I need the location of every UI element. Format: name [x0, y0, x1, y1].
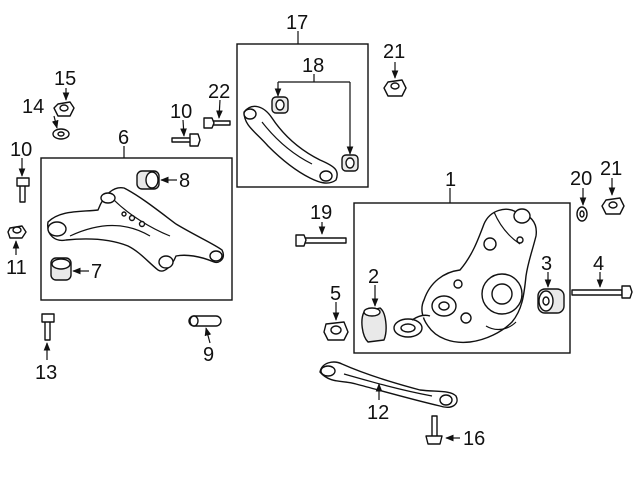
label-10-left: 10: [10, 139, 32, 161]
label-3: 3: [541, 253, 552, 275]
washer-20-part: [576, 206, 588, 222]
label-21-top: 21: [383, 41, 405, 63]
label-1: 1: [445, 169, 456, 191]
label-20: 20: [570, 168, 592, 190]
label-16: 16: [463, 428, 485, 450]
label-13: 13: [35, 362, 57, 384]
label-18: 18: [302, 55, 324, 77]
upper-control-arm-group-box: [236, 43, 369, 188]
bushing-7-part: [50, 257, 72, 281]
lower-control-arm-group-box: [40, 157, 233, 301]
label-17: 17: [286, 12, 308, 34]
knuckle-part: [393, 208, 537, 344]
label-9: 9: [203, 344, 214, 366]
label-22: 22: [208, 81, 230, 103]
label-10-right: 10: [170, 101, 192, 123]
label-8: 8: [179, 170, 190, 192]
sleeve-9-part: [188, 315, 222, 327]
lower-control-arm-part: [47, 187, 224, 272]
bolt-10-right-part: [171, 133, 201, 147]
label-15: 15: [54, 68, 76, 90]
bolt-22-part: [203, 117, 231, 129]
knuckle-group-box: [353, 202, 571, 354]
bushing-18-left-part: [271, 96, 289, 114]
label-19: 19: [310, 202, 332, 224]
label-14: 14: [22, 96, 44, 118]
bolt-19-part: [295, 234, 347, 247]
label-4: 4: [593, 253, 604, 275]
lateral-link-part: [319, 361, 458, 408]
washer-14-part: [52, 128, 70, 140]
bushing-8-part: [136, 170, 160, 190]
label-12: 12: [367, 402, 389, 424]
label-11: 11: [6, 257, 27, 279]
label-7: 7: [91, 261, 102, 283]
nut-5-part: [323, 321, 349, 341]
nut-21-top-part: [383, 79, 407, 97]
label-2: 2: [368, 266, 379, 288]
bolt-16-part: [425, 415, 443, 445]
bolt-4-part: [571, 285, 633, 299]
upper-control-arm-part: [243, 105, 338, 184]
label-6: 6: [118, 127, 129, 149]
bushing-2-part: [361, 307, 387, 343]
bolt-10-left-part: [16, 177, 30, 203]
bushing-18-right-part: [341, 154, 359, 172]
nut-11-part: [7, 225, 27, 239]
nut-21-right-part: [601, 197, 625, 215]
label-21-right: 21: [600, 158, 622, 180]
bolt-13-part: [41, 313, 55, 341]
bushing-3-part: [537, 288, 565, 314]
nut-15-part: [53, 101, 75, 117]
label-5: 5: [330, 283, 341, 305]
